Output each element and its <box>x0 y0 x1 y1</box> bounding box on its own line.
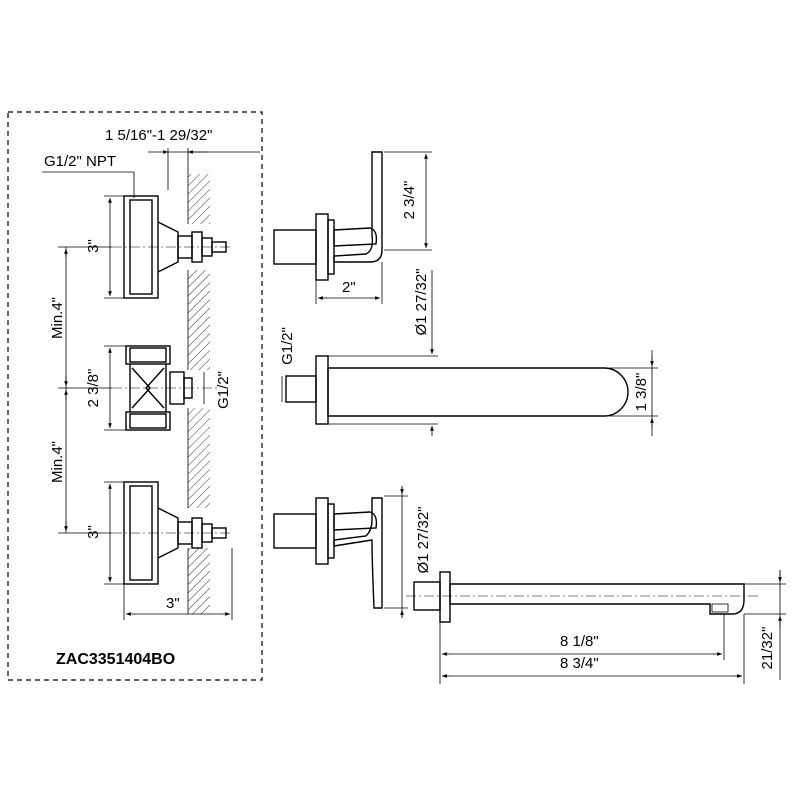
spout-height-label: 1 3/8" <box>633 373 650 412</box>
top-handle <box>273 151 383 281</box>
flange-dia-bottom-label: Ø1 27/32" <box>415 506 432 573</box>
handle-depth-label: 2" <box>342 279 356 296</box>
valve-height-bottom-label: 3" <box>85 525 102 539</box>
wall-hatch-bottom <box>188 548 210 614</box>
valve-height-top-label: 3" <box>85 239 102 253</box>
valve-width-label: 3" <box>166 595 180 612</box>
diverter-thread-label: G1/2" <box>215 371 232 409</box>
spout-thread-label: G1/2" <box>279 327 296 365</box>
thread-npt-label: G1/2" NPT <box>44 153 116 170</box>
diverter-height-label: 2 3/8" <box>85 369 102 408</box>
flange-dia-top-label: Ø1 27/32" <box>413 268 430 335</box>
rough-in-frame <box>7 111 263 681</box>
handle-height-label: 2 3/4" <box>401 181 418 220</box>
wall-hatch-upper <box>188 270 210 370</box>
spout-side-view <box>413 571 745 623</box>
wall-hatch-top <box>188 174 210 224</box>
bottom-handle <box>273 497 383 609</box>
min-spacing-top-label: Min.4" <box>49 297 66 339</box>
model-number: ZAC3351404BO <box>56 651 175 668</box>
outlet-range-label: 1 5/16"-1 29/32" <box>105 127 212 144</box>
spout-top-view <box>285 355 629 425</box>
spout-reach-total-label: 8 3/4" <box>560 655 599 672</box>
spout-reach-inner-label: 8 1/8" <box>560 633 599 650</box>
wall-hatch-lower <box>188 408 210 508</box>
spout-tip-label: 21/32" <box>759 627 776 670</box>
min-spacing-bottom-label: Min.4" <box>49 441 66 483</box>
